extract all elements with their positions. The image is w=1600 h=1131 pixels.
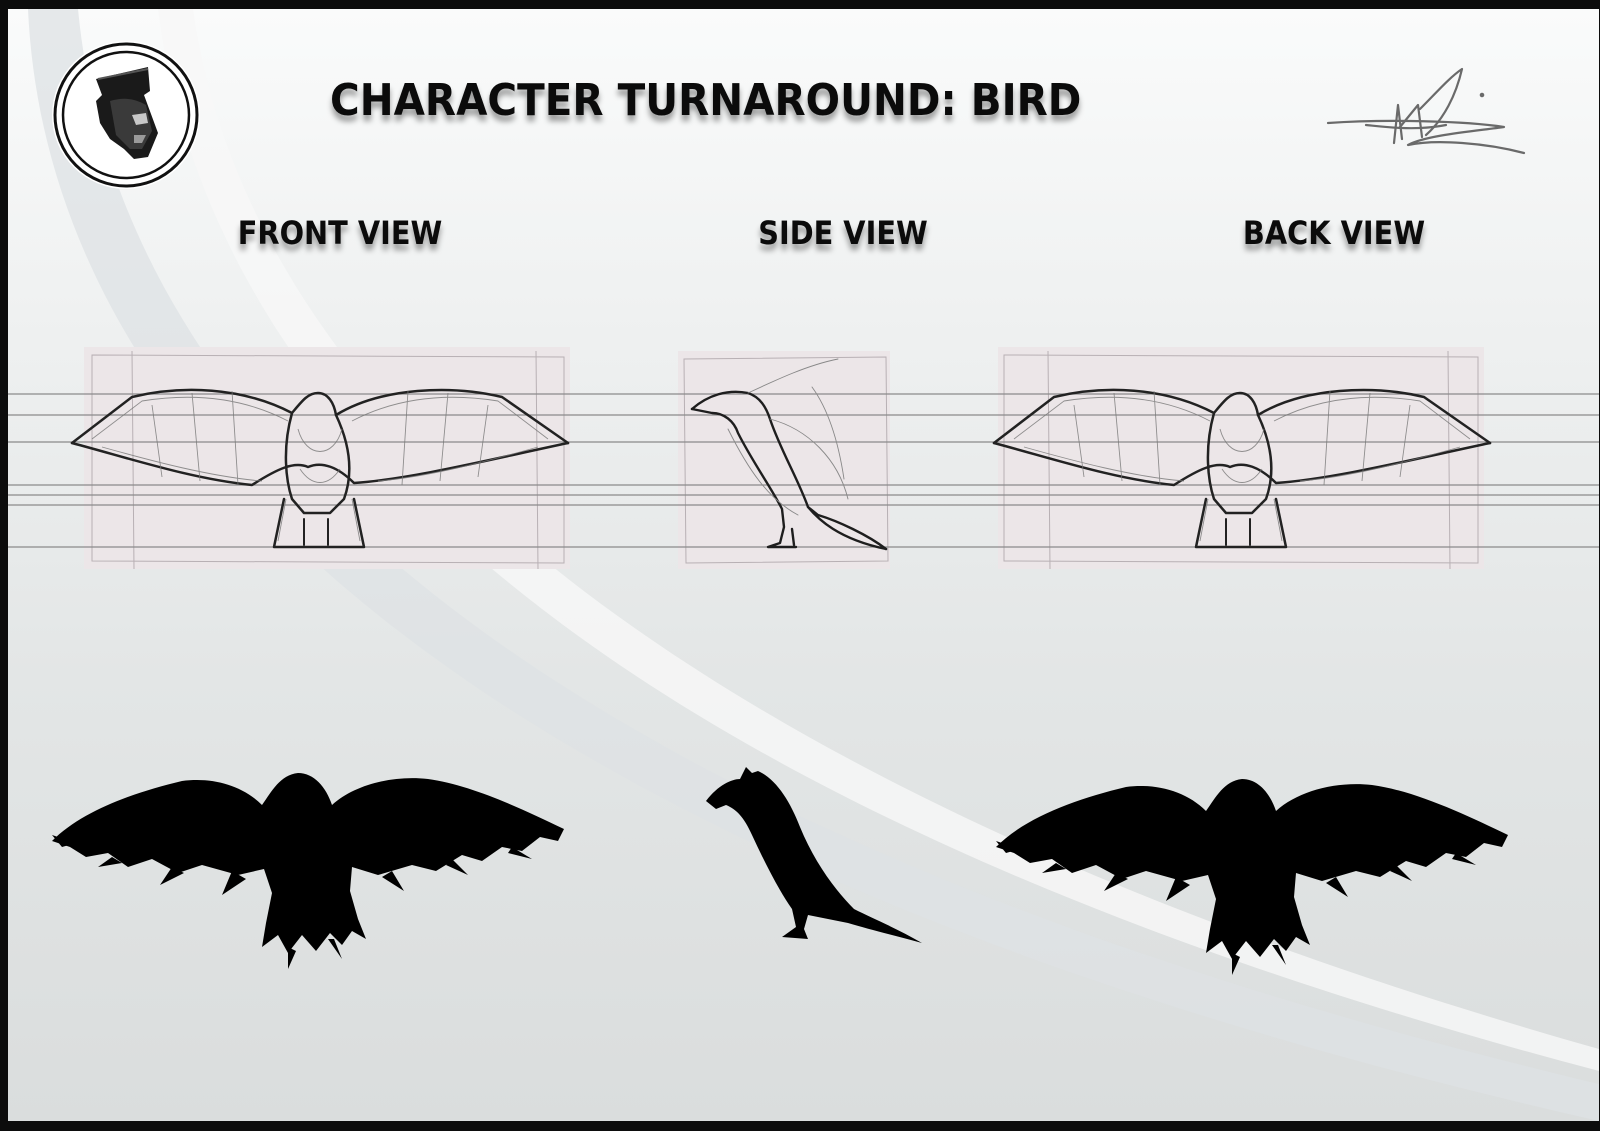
sketch-panels (84, 347, 1484, 570)
back-sketch-panel (998, 347, 1484, 569)
side-sketch-panel (678, 351, 890, 569)
back-view-label: Back View (1242, 214, 1426, 252)
proportion-guide-lines (8, 393, 1599, 548)
handwritten-signature (1326, 67, 1526, 155)
front-view-silhouette (52, 773, 564, 969)
back-view-silhouette (996, 779, 1508, 975)
side-view-sketch (690, 358, 888, 551)
page-title: Character Turnaround: Bird (330, 75, 1082, 126)
turnaround-artwork (8, 347, 1599, 975)
front-view-label: Front View (237, 214, 443, 252)
skull-face-icon (96, 67, 158, 159)
logo-emblem (52, 41, 200, 189)
side-view-label: Side View (758, 214, 928, 252)
turnaround-sheet: Character Turnaround: Bird Front View Si… (8, 9, 1599, 1121)
side-view-silhouette (706, 767, 922, 943)
